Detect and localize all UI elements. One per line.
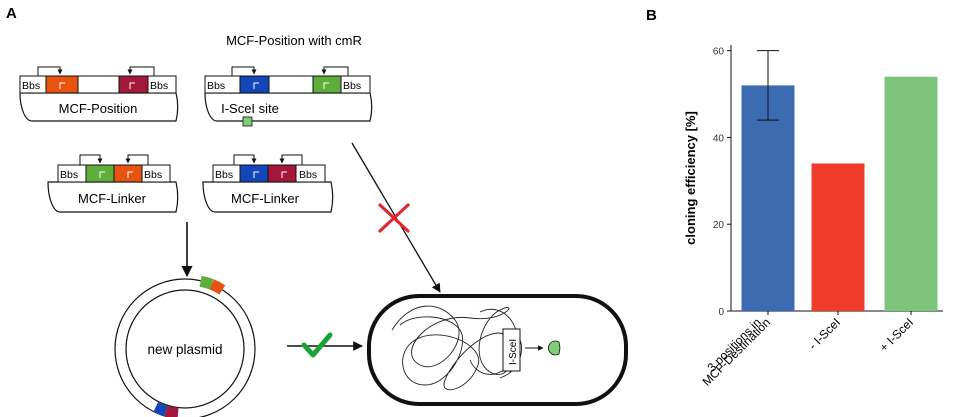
bacterial-cell: I-SceI	[367, 294, 628, 406]
plasmid-mcf-position: Bbs Bbs MCF-Position	[19, 66, 179, 122]
y-tick-label: 40	[713, 133, 725, 144]
plasmid-name-linker-2: MCF-Linker	[231, 191, 300, 206]
y-tick-label: 0	[718, 307, 724, 318]
plasmid-mcf-linker-1: Bbs Bbs MCF-Linker	[47, 154, 179, 213]
y-tick-label: 60	[713, 47, 725, 58]
check-icon	[301, 332, 333, 358]
plasmid-mcf-linker-2: Bbs Bbs MCF-Linker	[202, 154, 334, 213]
isce-site-marker	[242, 116, 253, 127]
plasmid-name-mcf-position: MCF-Position	[59, 101, 138, 116]
site-label: Bbs	[60, 169, 78, 181]
new-plasmid-label: new plasmid	[147, 342, 222, 357]
x-tick-label: MCF-Destination	[700, 315, 774, 389]
x-tick-label: - I-SceI	[806, 315, 843, 352]
enzyme-label: I-SceI	[508, 339, 519, 365]
plasmid-mcf-position-cmr: Bbs Bbs I-SceI site	[204, 66, 373, 127]
new-plasmid: new plasmid	[114, 275, 256, 417]
x-tick-label: + I-SceI	[877, 315, 916, 354]
site-label: Bbs	[343, 80, 361, 92]
plasmid-name-linker-1: MCF-Linker	[78, 191, 147, 206]
plasmid-name-isce-site: I-SceI site	[221, 101, 279, 116]
site-label: Bbs	[150, 80, 168, 92]
site-label: Bbs	[207, 80, 225, 92]
cross-icon	[378, 203, 410, 233]
site-label: Bbs	[144, 169, 162, 181]
site-label: Bbs	[215, 169, 233, 181]
y-axis-label: cloning efficiency [%]	[683, 111, 698, 245]
bar-2	[811, 163, 865, 311]
site-label: Bbs	[299, 169, 317, 181]
bar-1	[741, 85, 795, 311]
y-tick-label: 20	[713, 220, 725, 231]
panel-label-b: B	[646, 7, 657, 24]
pacman-enzyme-icon	[547, 340, 561, 356]
panel-a-title: MCF-Position with cmR	[226, 33, 362, 48]
bar-3	[884, 76, 938, 311]
site-label: Bbs	[22, 80, 40, 92]
panel-label-a: A	[6, 5, 17, 22]
